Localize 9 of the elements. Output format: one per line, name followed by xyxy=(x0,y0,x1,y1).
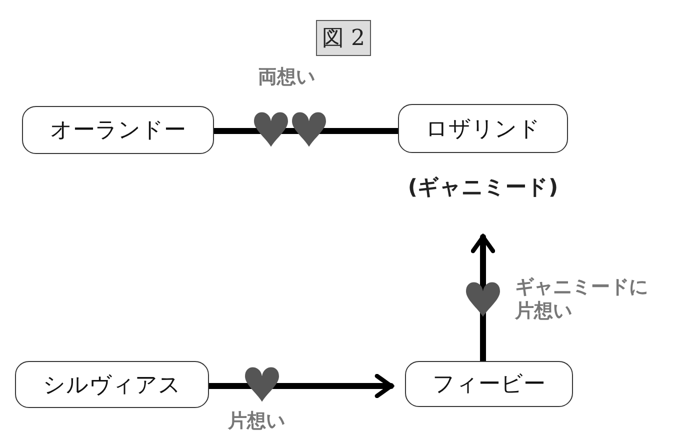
name-box: ロザリンド xyxy=(398,104,568,153)
name-box: オーランドー xyxy=(22,106,214,154)
name-box: シルヴィアス xyxy=(15,361,209,408)
figure-title: 図 2 xyxy=(316,20,371,56)
edge-label: 片想い xyxy=(228,410,285,434)
name-box: フィービー xyxy=(405,361,573,407)
alias-text: (ギャニミード) xyxy=(408,174,558,201)
edge-label: ギャニミードに片想い xyxy=(515,276,649,324)
edge-label: 両想い xyxy=(258,66,315,90)
